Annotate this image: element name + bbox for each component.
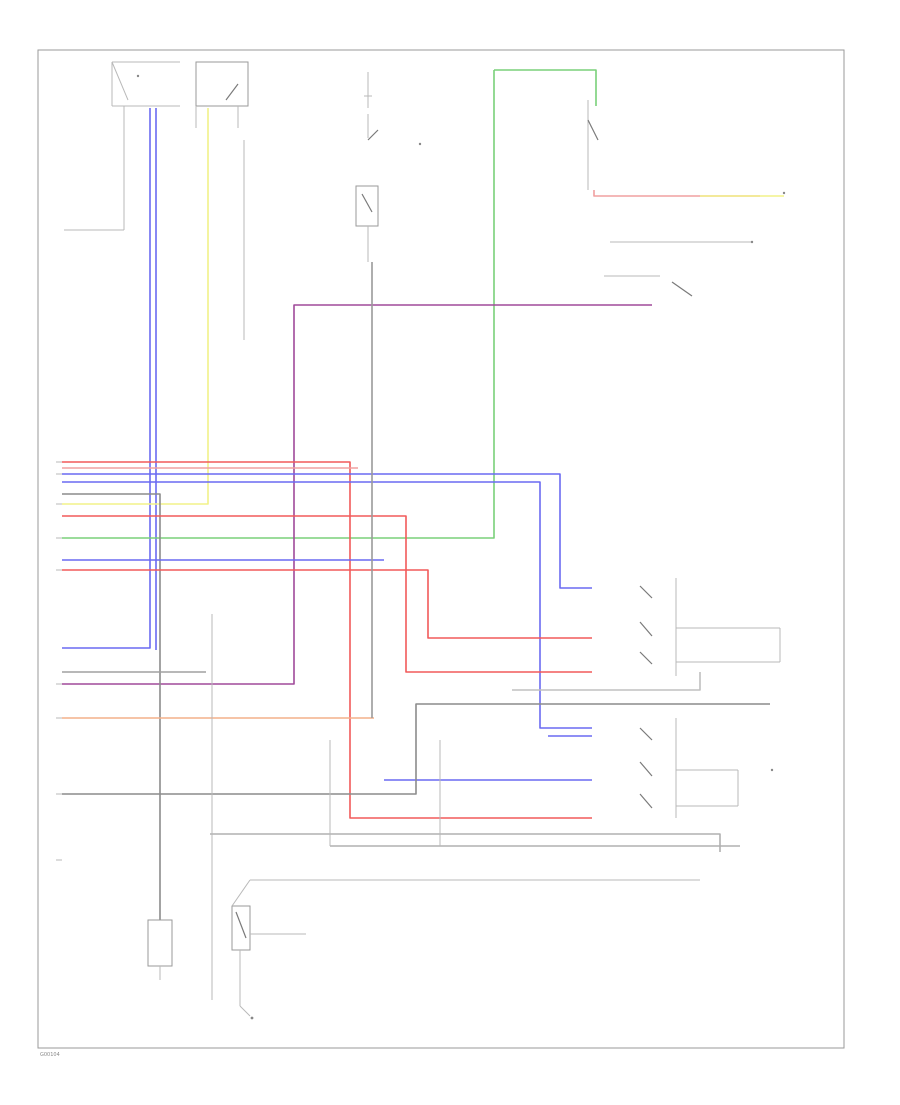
ground-symbol-icon	[250, 1016, 254, 1020]
wire-blue-4	[62, 481, 592, 729]
switch-contact-icon	[671, 281, 693, 297]
switch-contact-icon	[639, 651, 653, 665]
switch-contact-icon	[235, 911, 247, 939]
wire-gray-12	[62, 703, 770, 795]
sensor-coil-icon	[147, 919, 173, 967]
connector-pin-icon	[136, 74, 140, 78]
right-lower-sensor	[639, 718, 774, 818]
diagram-code: G00104	[40, 1052, 60, 1058]
wire-red-6	[62, 515, 592, 673]
wire-blue-3	[62, 473, 592, 589]
left-connector-pins	[56, 461, 62, 861]
wire-red-8	[62, 569, 592, 639]
switch-contact-icon	[639, 621, 653, 637]
wire-red-1	[62, 461, 592, 819]
connector-pin-icon	[418, 142, 422, 146]
switch-contact-icon	[225, 83, 239, 101]
wire-gray-5	[62, 493, 161, 920]
switch-contact-icon	[639, 761, 653, 777]
right-upper-sensor	[639, 578, 781, 676]
fuse-block-top	[364, 72, 422, 146]
top-left-module	[64, 61, 180, 231]
top-right-switch	[587, 100, 786, 244]
wire-green-long	[62, 70, 495, 539]
switch-contact-icon	[361, 193, 373, 213]
wire-gray-13	[210, 833, 721, 852]
switch-contact-icon	[639, 727, 653, 741]
right-sensor-block	[604, 275, 693, 297]
switch-contact-icon	[639, 793, 653, 809]
wire-blue-left-vertical	[62, 108, 151, 649]
wire-purple	[62, 304, 652, 685]
wire-pink-top-right	[593, 190, 760, 197]
switch-contact-icon	[587, 119, 599, 141]
diagram-border	[37, 49, 845, 1049]
wire-yellow	[62, 108, 209, 505]
bottom-left-sensor	[147, 919, 173, 980]
switch-contact-icon	[639, 585, 653, 599]
bottom-center-switch	[231, 879, 700, 1020]
switch-contact-icon	[367, 129, 379, 141]
relay-block-center	[355, 185, 379, 262]
wire-green	[494, 69, 597, 106]
wire-gray-15	[512, 672, 701, 691]
top-switch-module	[195, 61, 249, 340]
